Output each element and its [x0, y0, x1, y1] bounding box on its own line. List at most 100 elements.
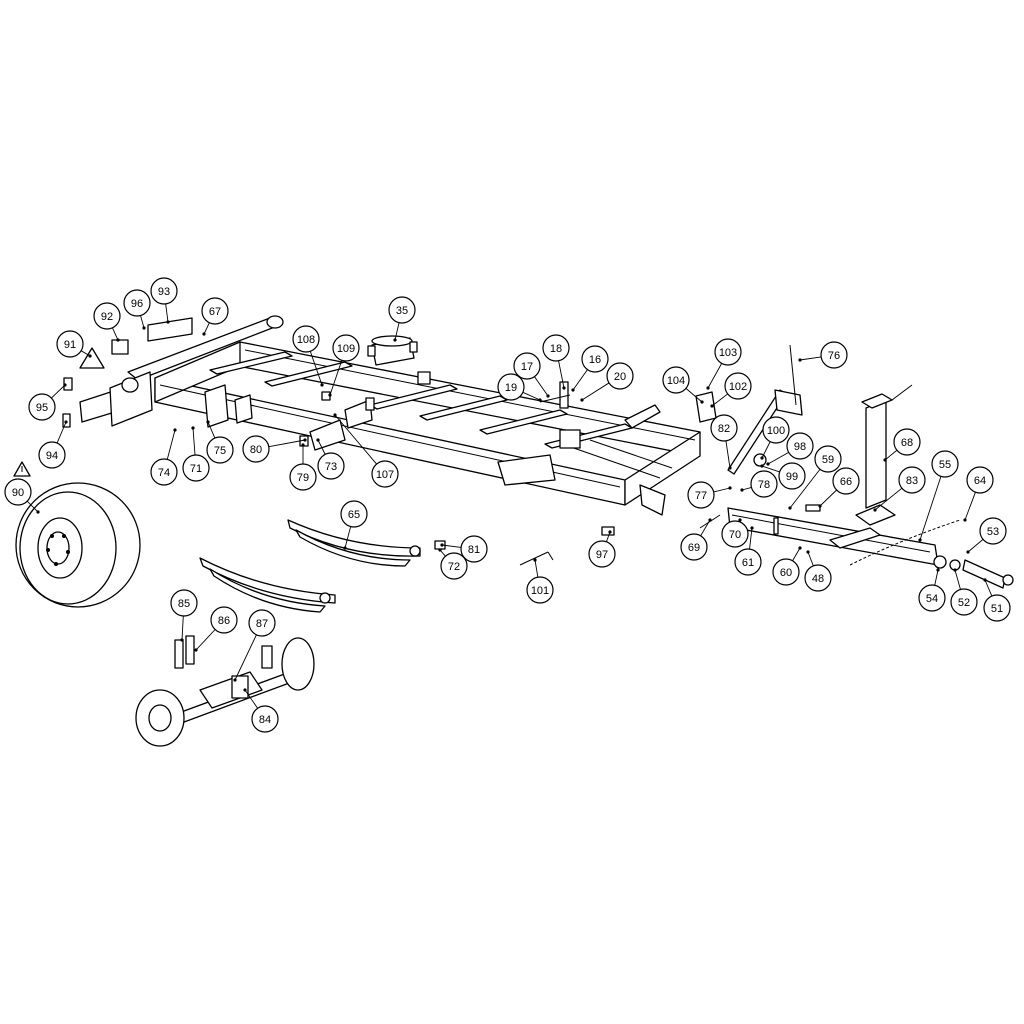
callout-circle	[710, 414, 738, 442]
callout-number: 96	[131, 298, 143, 310]
callouts: 9091929396679594108109351718161920103104…	[4, 277, 1011, 733]
leader-line	[329, 360, 343, 396]
callout-104: 104	[662, 366, 704, 404]
callout-circle	[893, 428, 921, 456]
leader-line	[819, 489, 837, 507]
callout-83: 83	[873, 466, 926, 512]
callout-number: 20	[614, 371, 626, 383]
callout-number: 102	[729, 381, 747, 393]
leader-line	[792, 547, 801, 561]
leader-dot	[180, 638, 184, 642]
callout-circle	[804, 564, 832, 592]
leader-dot	[562, 386, 566, 390]
callout-number: 35	[396, 305, 408, 317]
leader-line	[334, 414, 377, 465]
leader-line	[685, 388, 703, 403]
callout-79: 79	[289, 443, 317, 491]
callout-96: 96	[123, 289, 151, 330]
callout-76: 76	[798, 341, 848, 369]
callout-55: 55	[918, 450, 959, 542]
warning-triangle-icon	[13, 461, 31, 477]
leader-line	[807, 551, 814, 567]
callout-number: 77	[695, 490, 707, 502]
callout-75: 75	[206, 420, 234, 464]
callout-circle	[513, 352, 541, 380]
callout-61: 61	[734, 526, 762, 576]
callout-number: 16	[589, 354, 601, 366]
leader-line	[874, 487, 903, 511]
leader-dot	[766, 462, 770, 466]
callout-number: 54	[926, 593, 938, 605]
callout-circle	[388, 296, 416, 324]
callout-circle	[687, 481, 715, 509]
leader-dot	[966, 550, 970, 554]
leader-dot	[571, 388, 575, 392]
callout-circle	[440, 552, 468, 580]
callout-circle	[123, 289, 151, 317]
callout-number: 72	[448, 561, 460, 573]
callout-65: 65	[340, 500, 368, 550]
leader-dot	[440, 543, 444, 547]
callout-circle	[734, 548, 762, 576]
callout-64: 64	[963, 466, 994, 522]
callout-number: 81	[468, 544, 480, 556]
callout-100: 100	[760, 416, 790, 460]
callout-number: 65	[348, 509, 360, 521]
callout-number: 83	[906, 475, 918, 487]
callout-circle	[786, 432, 814, 460]
leader-dot	[608, 530, 612, 534]
leader-dot	[63, 383, 67, 387]
leader-line	[606, 531, 611, 542]
leader-dot	[728, 486, 732, 490]
leader-dot	[438, 548, 442, 552]
callout-70: 70	[721, 518, 749, 548]
leader-dot	[233, 678, 237, 682]
callout-51: 51	[983, 578, 1011, 622]
leader-line	[181, 615, 184, 641]
leader-dot	[798, 358, 802, 362]
axle-84	[135, 635, 315, 747]
callout-number: 80	[250, 444, 262, 456]
callout-98: 98	[766, 432, 814, 466]
callout-number: 86	[218, 615, 230, 627]
leader-dot	[301, 443, 305, 447]
callout-18: 18	[542, 334, 570, 390]
leader-dot	[818, 504, 822, 508]
leader-dot	[328, 393, 332, 397]
callout-97: 97	[588, 530, 616, 568]
leader-line	[984, 579, 993, 597]
leader-line	[166, 429, 176, 460]
leader-line	[522, 391, 541, 401]
callout-number: 99	[786, 471, 798, 483]
leader-line	[711, 393, 728, 407]
callout-52: 52	[950, 568, 978, 616]
leader-line	[56, 421, 67, 444]
callout-circle	[332, 334, 360, 362]
callout-number: 93	[158, 286, 170, 298]
callout-107: 107	[333, 413, 399, 488]
leader-line	[207, 421, 216, 439]
leader-dot	[983, 578, 987, 582]
callout-circle	[526, 576, 554, 604]
leader-dot	[546, 394, 550, 398]
leader-dot	[953, 568, 957, 572]
small-hardware	[299, 381, 821, 566]
drawbar-assembly	[695, 344, 1014, 589]
callout-number: 68	[901, 437, 913, 449]
callout-circle	[206, 436, 234, 464]
leader-dot	[194, 648, 198, 652]
callout-number: 90	[12, 487, 24, 499]
callout-number: 94	[46, 450, 58, 462]
callout-number: 18	[550, 343, 562, 355]
callout-60: 60	[772, 546, 802, 586]
leader-dot	[806, 550, 810, 554]
leader-dot	[36, 510, 40, 514]
callout-number: 97	[596, 549, 608, 561]
callout-circle	[210, 606, 238, 634]
leader-line	[789, 468, 821, 509]
callout-number: 87	[256, 618, 268, 630]
callout-78: 78	[740, 470, 778, 498]
callout-84: 84	[243, 688, 279, 733]
callout-number: 71	[190, 463, 202, 475]
leader-line	[934, 569, 939, 586]
